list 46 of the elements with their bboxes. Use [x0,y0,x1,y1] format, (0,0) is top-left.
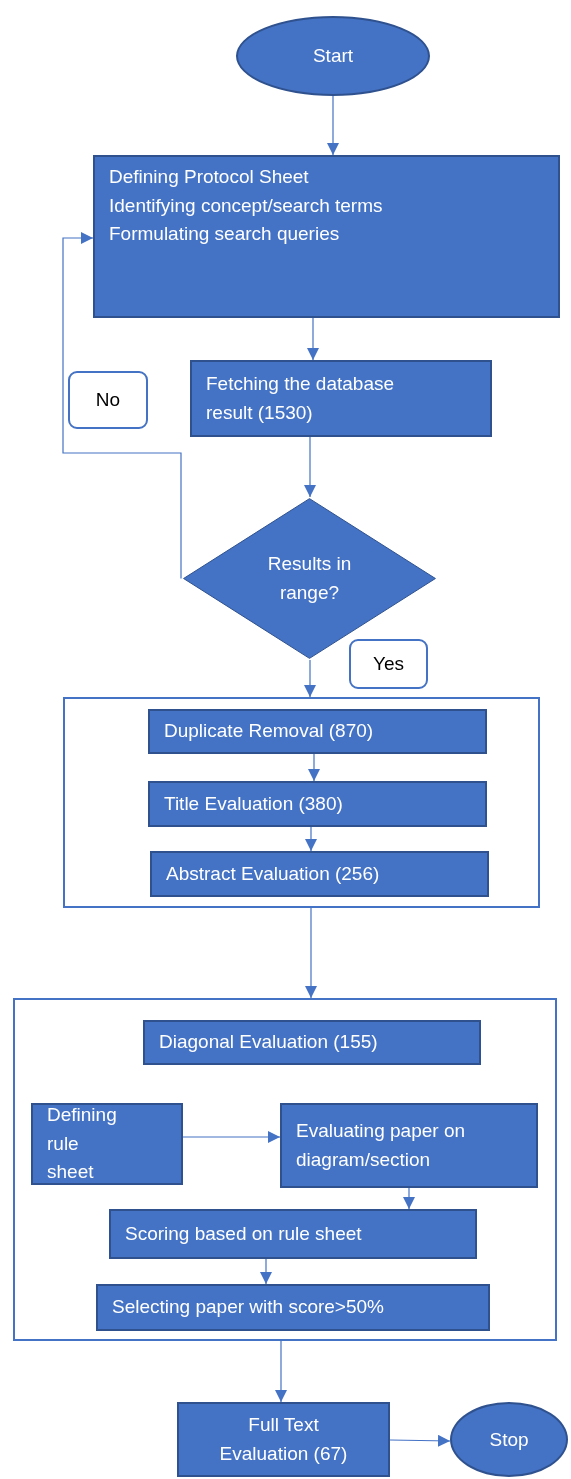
branch-label-box [68,371,148,429]
process-box [148,709,487,754]
process-box [177,1402,390,1477]
process-box [109,1209,477,1259]
arrow [308,753,320,782]
process-box [148,781,487,827]
step-text: Scoring based on rule sheet [125,1221,363,1246]
step-text: Evaluating paper on diagram/section [296,1119,466,1172]
step-text: Fetching the database result (1530) [206,372,396,425]
process-box [280,1103,538,1188]
step-text: Duplicate Removal (870) [164,719,375,744]
group-frame [13,998,557,1341]
process-box [143,1020,481,1065]
arrow [307,317,319,361]
step-text: Diagonal Evaluation (155) [159,1030,379,1055]
arrow [304,659,316,698]
step-text: Results in range? [266,552,353,605]
step-text: Selecting paper with score>50% [112,1295,385,1320]
process-box [150,851,489,897]
step-text: Stop [489,1428,529,1451]
step-text: Formulating search queries [109,222,341,246]
step-text: No [95,389,121,411]
step-text: Title Evaluation (380) [164,791,344,816]
arrow [305,826,317,852]
arrow [389,1434,451,1447]
step-text: Full Text Evaluation (67) [219,1413,348,1466]
branch-label-box [349,639,428,689]
step-text: Yes [373,653,404,675]
arrow [304,436,316,498]
process-box [93,155,560,318]
arrow [62,232,182,580]
arrow [305,907,317,999]
step-text: Defining Protocol Sheet [109,165,310,189]
arrow [327,95,339,156]
process-box [96,1284,490,1331]
arrow [275,1340,287,1403]
step-text: Identifying concept/search terms [109,193,384,218]
process-box [190,360,492,437]
step-text: Start [312,45,354,67]
group-frame [63,697,540,908]
arrow [260,1258,272,1285]
step-text: Defining rule sheet [47,1103,118,1185]
arrow [182,1131,281,1143]
arrow [403,1187,415,1210]
process-box [31,1103,183,1185]
step-text: Abstract Evaluation (256) [166,861,381,886]
